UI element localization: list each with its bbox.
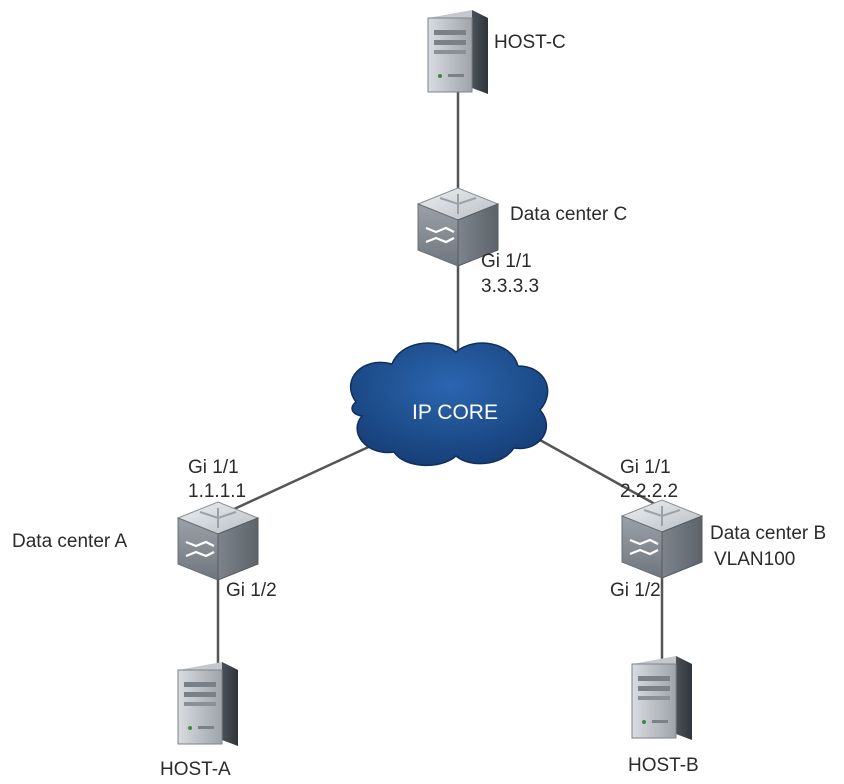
host-a-server-icon xyxy=(177,661,239,747)
links xyxy=(216,92,664,668)
data-center-b-switch-icon xyxy=(620,498,704,580)
data-center-b-label: Data center B xyxy=(710,523,827,544)
data-center-c-ip-label: 3.3.3.3 xyxy=(481,276,540,297)
ip-core-label: IP CORE xyxy=(412,401,498,424)
data-center-c-port-label: Gi 1/1 xyxy=(481,251,532,272)
host-c-label: HOST-C xyxy=(494,32,566,53)
data-center-a-downlink-port-label: Gi 1/2 xyxy=(226,580,277,601)
data-center-b-downlink-port-label: Gi 1/2 xyxy=(610,580,661,601)
data-center-a-ip-label: 1.1.1.1 xyxy=(188,481,247,502)
link-core-dcb xyxy=(521,428,663,510)
host-a-label: HOST-A xyxy=(160,759,231,780)
data-center-b-uplink-port-label: Gi 1/1 xyxy=(620,457,671,478)
data-center-a-label: Data center A xyxy=(12,531,128,552)
data-center-a-switch-icon xyxy=(176,500,260,582)
data-center-b-vlan-label: VLAN100 xyxy=(714,549,796,570)
data-center-b-ip-label: 2.2.2.2 xyxy=(620,481,679,502)
host-b-label: HOST-B xyxy=(628,755,699,776)
host-c-server-icon xyxy=(427,9,489,95)
host-b-server-icon xyxy=(631,655,693,741)
ip-core-cloud-icon xyxy=(349,342,549,467)
link-core-dca xyxy=(231,435,391,512)
data-center-a-uplink-port-label: Gi 1/1 xyxy=(188,457,239,478)
data-center-c-label: Data center C xyxy=(510,204,628,225)
